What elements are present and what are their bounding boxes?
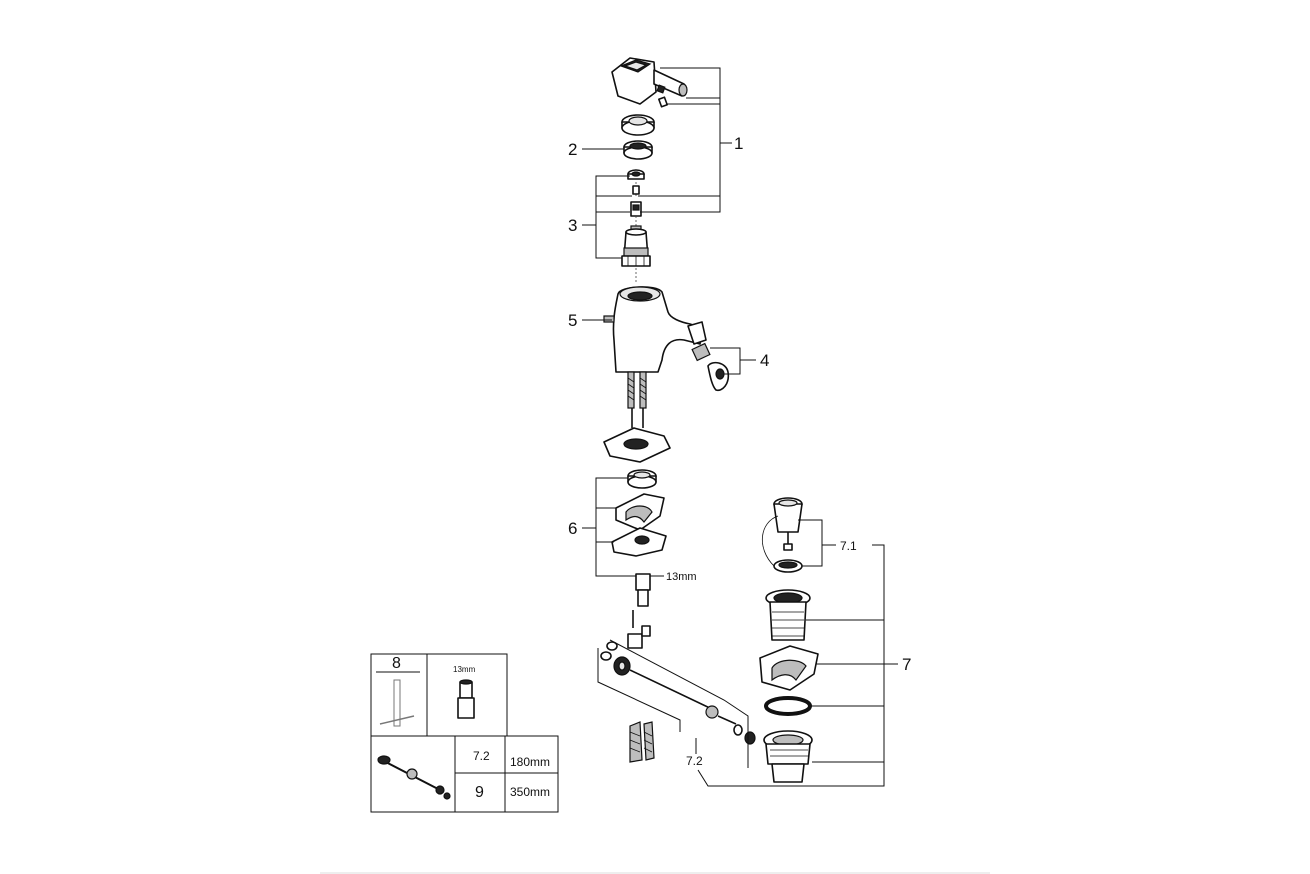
adapter-screw	[632, 185, 640, 195]
drain-nut	[763, 730, 813, 783]
drain-gasket	[764, 696, 812, 716]
cartridge-nut	[627, 169, 645, 180]
callout-5: 5	[568, 311, 577, 330]
fixing-horseshoe	[611, 527, 667, 557]
callout-7-1: 7.1	[840, 539, 857, 553]
callout-7-2: 7.2	[686, 754, 703, 768]
cover-ring	[621, 114, 655, 136]
drain-plug	[761, 497, 803, 567]
fixing-shim	[615, 493, 665, 531]
legend-tool-size: 13mm	[453, 665, 476, 674]
supply-hoses	[627, 371, 647, 428]
nut-size-label: 13mm	[666, 571, 697, 583]
legend-rod-code-1: 7.2	[473, 749, 490, 763]
callout-3: 3	[568, 216, 577, 235]
hose-connectors	[629, 721, 655, 763]
legend-rod-length-2: 350mm	[510, 785, 550, 799]
legend-rod-code-2: 9	[475, 784, 484, 801]
drain-seal	[773, 559, 803, 573]
callout-6: 6	[568, 519, 577, 538]
callout-2: 2	[568, 140, 577, 159]
adapter-ring	[623, 140, 653, 160]
cartridge	[621, 225, 651, 267]
callout-1: 1	[734, 134, 743, 153]
callout-4: 4	[760, 351, 769, 370]
popup-linkage	[600, 625, 756, 745]
legend-tool-number: 8	[392, 655, 401, 672]
tool-key-icon	[379, 679, 415, 727]
fixing-stud	[632, 573, 651, 628]
drain-shim	[759, 645, 819, 691]
legend-rod-length-1: 180mm	[510, 755, 550, 769]
lever-handle	[611, 57, 688, 108]
popup-rod-icon	[377, 755, 451, 800]
base-plate	[603, 427, 671, 463]
socket-tool-icon	[457, 679, 475, 719]
gasket-ring	[627, 469, 657, 489]
callout-7: 7	[902, 655, 911, 674]
drain-body	[765, 589, 811, 641]
adapter-pin	[630, 201, 642, 217]
faucet-body	[603, 286, 707, 373]
leader-lines	[582, 67, 898, 787]
swivel-nozzle	[691, 342, 730, 392]
legend-table: 8 13mm 7.2 9 180mm 350mm	[370, 653, 559, 813]
